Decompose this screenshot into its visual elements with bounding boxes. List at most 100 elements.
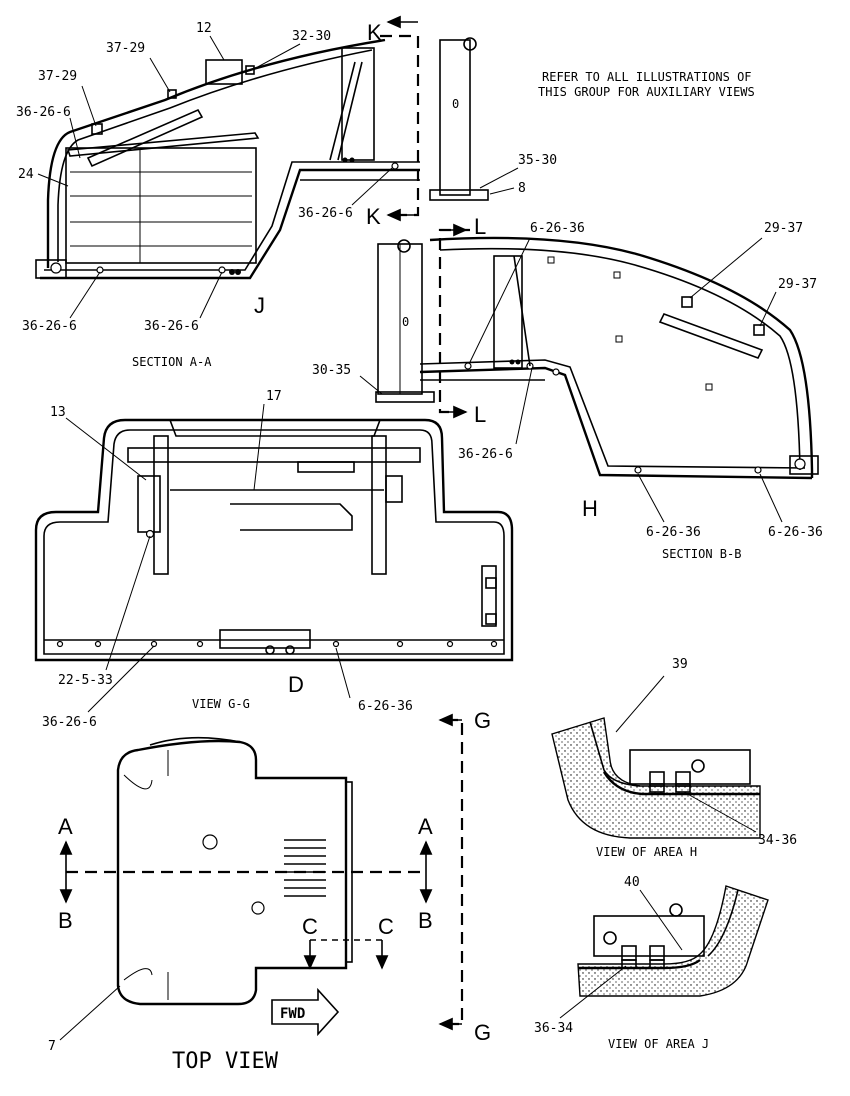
leader-line	[489, 187, 515, 195]
callout-36-26-6-bm: 36-26-6	[144, 319, 199, 334]
rivet	[342, 157, 348, 163]
caption-section-bb: SECTION B-B	[662, 547, 741, 561]
roof-clip	[705, 383, 713, 391]
fwd-arrow-icon	[271, 987, 340, 1037]
letter-b-right: B	[418, 908, 433, 933]
leader-line	[469, 237, 531, 363]
mounting-hole	[552, 368, 560, 376]
view-area-h-drawing: 39 34-36 VIEW OF AREA H	[551, 657, 797, 859]
callout-13: 13	[50, 405, 66, 420]
area-j-plate	[593, 915, 705, 957]
roof-clip	[613, 271, 621, 279]
rivet	[515, 359, 521, 365]
callout-36-26-6-l: 36-26-6	[458, 447, 513, 462]
leader-line	[81, 85, 97, 127]
letter-k-bottom: K	[366, 204, 381, 229]
leader-line	[559, 965, 627, 1019]
side-bracket	[481, 565, 497, 627]
leader-line	[615, 675, 665, 733]
callout-24: 24	[18, 167, 34, 182]
mounting-hole	[150, 640, 158, 648]
letter-l-bottom: L	[474, 402, 486, 427]
cut-line-l	[438, 228, 470, 414]
caption-view-j: VIEW OF AREA J	[608, 1037, 709, 1051]
door-post	[341, 47, 375, 161]
letter-d: D	[288, 672, 304, 697]
rivet	[235, 269, 241, 275]
callout-40: 40	[624, 875, 640, 890]
callouts-section-bb: 6-26-36 29-37 29-37 30-35 36-26-6 6-26-3…	[312, 221, 823, 561]
callout-36-26-6-a: 36-26-6	[16, 105, 71, 120]
callout-17: 17	[266, 389, 282, 404]
gas-strut	[329, 61, 363, 161]
rivet	[349, 157, 355, 163]
leader-line	[69, 271, 101, 319]
area-j-bolt	[621, 945, 637, 961]
beam-bracket	[297, 461, 355, 473]
callout-36-26-6-k: 36-26-6	[298, 206, 353, 221]
section-k-cut: K K J	[254, 15, 420, 318]
left-post	[153, 435, 169, 575]
roof-fastener	[167, 89, 177, 99]
roof-outer-curve-b	[429, 236, 814, 478]
caption-view-gg: VIEW G-G	[192, 697, 250, 711]
leader-line	[37, 173, 69, 187]
mounting-hole	[332, 640, 340, 648]
grab-handle	[86, 108, 204, 168]
callout-36-26-6-g: 36-26-6	[42, 715, 97, 730]
roof-hole	[202, 834, 218, 850]
rivet	[229, 269, 235, 275]
mounting-hole	[94, 640, 102, 648]
mounting-hole	[56, 640, 64, 648]
reference-note: REFER TO ALL ILLUSTRATIONS OF THIS GROUP…	[538, 70, 755, 99]
letter-a-left: A	[58, 814, 73, 839]
column-foot-b	[375, 391, 435, 403]
caption-view-h: VIEW OF AREA H	[596, 845, 697, 859]
cut-line-k	[380, 34, 420, 217]
leader-line	[689, 237, 763, 299]
column-mark-b: 0	[402, 315, 409, 329]
callout-35-30: 35-30	[518, 153, 557, 168]
callout-30-35: 30-35	[312, 363, 351, 378]
section-l-cut: L L H	[438, 214, 598, 521]
leader-line	[335, 647, 351, 699]
leader-line	[359, 375, 383, 395]
callout-32-30: 32-30	[292, 29, 331, 44]
letter-c-left: C	[302, 914, 318, 939]
callout-36-26-6-bl: 36-26-6	[22, 319, 77, 334]
letter-l-top: L	[474, 214, 486, 239]
leader-line	[759, 291, 777, 327]
strut-b	[513, 255, 531, 367]
caption-section-aa: SECTION A-A	[132, 355, 212, 369]
column-mark: 0	[452, 97, 459, 111]
letter-g-bottom: G	[474, 1020, 491, 1045]
mounting-hole	[754, 466, 762, 474]
area-h-section-stippled	[551, 717, 761, 839]
rear-column	[439, 39, 471, 196]
door-post-b	[493, 255, 523, 369]
side-fastener	[485, 577, 497, 589]
callout-12: 12	[196, 21, 212, 36]
callout-29-37-b: 29-37	[778, 277, 817, 292]
corner-fastener	[50, 262, 62, 274]
letter-g-top: G	[474, 708, 491, 733]
callout-37-29-left: 37-29	[38, 69, 77, 84]
callout-36-34: 36-34	[534, 1021, 573, 1036]
leader-line	[515, 367, 533, 445]
cross-beam	[127, 447, 421, 463]
leader-line	[253, 403, 265, 491]
corner-bracket	[35, 259, 67, 279]
leader-line	[87, 645, 155, 713]
area-h-bolt	[675, 771, 691, 787]
letter-k-top: K	[367, 20, 382, 45]
right-post	[371, 435, 387, 575]
area-h-inner-line	[589, 721, 641, 787]
roof-corner-left-bottom	[123, 968, 153, 981]
left-strut-block	[137, 475, 161, 533]
leader-line	[639, 889, 683, 951]
leader-line	[637, 473, 665, 523]
vent-grille	[284, 839, 326, 897]
top-view-drawing: A B A B C C G G FWD 7 TOP VIEW	[48, 708, 491, 1074]
view-gg-drawing: D	[34, 418, 514, 697]
